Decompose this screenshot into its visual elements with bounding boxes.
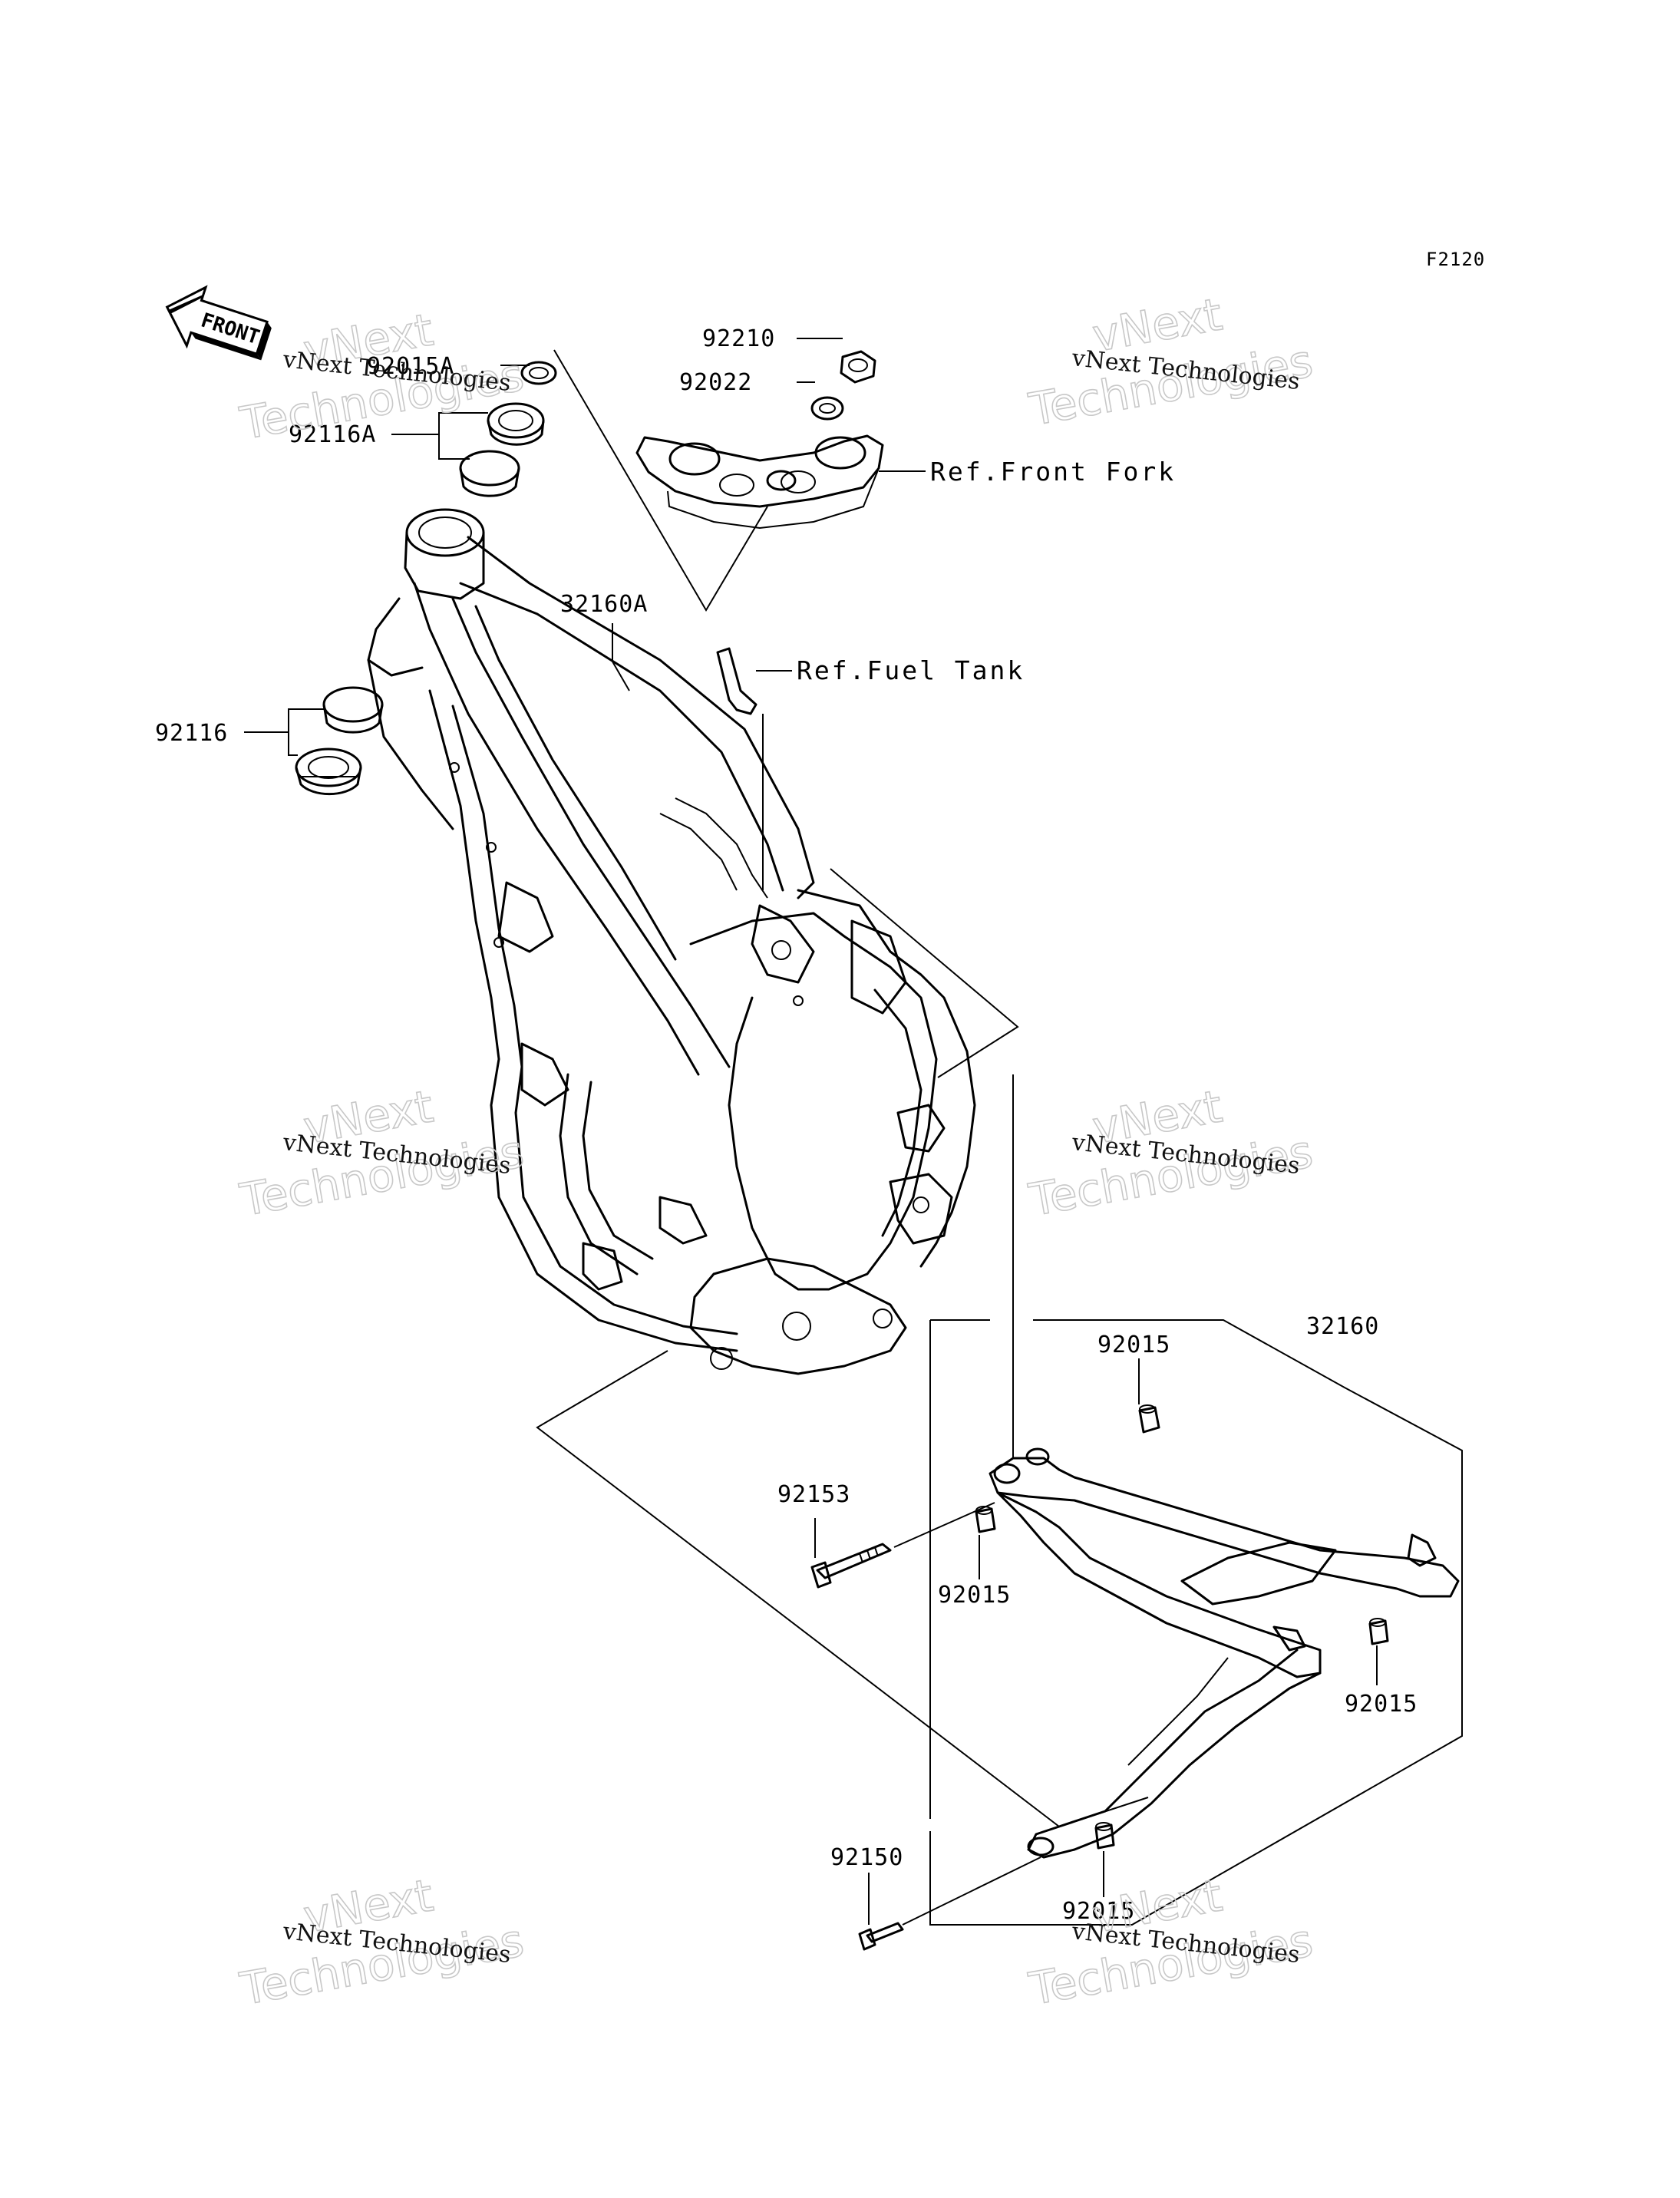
bolt-92153-icon [810,1543,892,1589]
watermark-bottom-right: vNext Technologies vNext Technologies [1025,1869,1317,2016]
watermark-bottom-left: vNext Technologies vNext Technologies [236,1869,528,2016]
label-92015-mid: 92015 [938,1582,1011,1609]
label-92015a: 92015A [367,353,454,380]
collar-92015-bottom-icon [1094,1822,1115,1850]
nut-92210-icon [840,350,876,384]
label-92116a: 92116A [289,421,376,448]
race-92116a-lower-icon [459,450,520,497]
label-92150: 92150 [830,1844,903,1871]
watermark-mid-left: vNext Technologies vNext Technologies [236,1080,528,1227]
label-92022: 92022 [679,369,752,396]
figure-code: F2120 [1426,249,1485,270]
bearing-92116a-upper-icon [487,402,545,446]
rear-subframe-32160 [989,1447,1460,1859]
bolt-92150-icon [858,1922,904,1951]
watermark-mid-right: vNext Technologies vNext Technologies [1025,1080,1317,1227]
ref-fuel-tank: Ref.Fuel Tank [797,655,1025,685]
watermark-top-left: vNext Technologies vNext Technologies [236,303,528,450]
label-92015-right: 92015 [1345,1691,1418,1718]
washer-92022-icon [810,396,844,421]
fuel-tank-bracket [716,647,764,890]
race-92116-upper-icon [322,686,384,734]
label-92210: 92210 [702,325,775,352]
label-32160a: 32160A [560,591,648,618]
bearing-92116-lower-icon [295,748,362,796]
main-frame-32160a [367,508,976,1375]
ref-front-fork: Ref.Front Fork [930,457,1176,487]
watermark-top-right: vNext Technologies vNext Technologies [1025,288,1317,437]
label-32160: 32160 [1306,1313,1379,1340]
label-92116: 92116 [155,720,228,747]
label-92015-top: 92015 [1097,1332,1170,1358]
front-arrow-icon: FRONT [165,285,272,361]
collar-92015-top-icon [1138,1404,1160,1434]
collar-92015-right-icon [1368,1618,1389,1645]
upper-triple-clamp [635,434,884,530]
label-92153: 92153 [777,1481,850,1508]
nut-92015a-icon [520,361,557,385]
leader-lines [244,338,1463,1926]
label-92015-bottom: 92015 [1062,1898,1135,1925]
